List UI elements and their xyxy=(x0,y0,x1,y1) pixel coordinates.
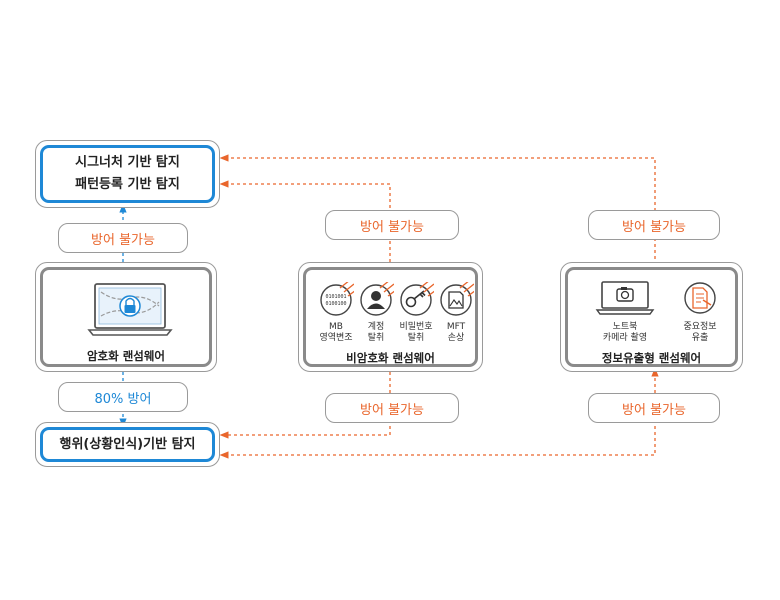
document-leak-icon xyxy=(684,282,716,314)
right-bottom-pill: 방어 불가능 xyxy=(588,393,720,423)
behavior-detection-label: 행위(상황인식)기반 탐지 xyxy=(59,436,196,452)
locked-laptop-icon xyxy=(87,283,173,336)
left-bottom-pill: 80% 방어 xyxy=(58,382,188,412)
signature-detection-outer: 시그너처 기반 탐지 패턴등록 기반 탐지 xyxy=(35,140,220,208)
behavior-detection-box: 행위(상황인식)기반 탐지 xyxy=(40,427,215,462)
behavior-detection-outer: 행위(상황인식)기반 탐지 xyxy=(35,422,220,467)
binary-line-2: 0100100 xyxy=(325,301,346,307)
exfil-item-label-1: 노트북 카메라 촬영 xyxy=(602,322,648,343)
nonencrypt-item-label-3: 비밀번호 탈취 xyxy=(399,322,433,343)
right-top-pill: 방어 불가능 xyxy=(588,210,720,240)
left-top-pill: 방어 불가능 xyxy=(58,223,188,253)
signature-detection-box: 시그너처 기반 탐지 패턴등록 기반 탐지 xyxy=(40,145,215,203)
exfil-ransomware-title: 정보유출형 랜섬웨어 xyxy=(601,351,702,365)
encrypt-ransomware-outer: 암호화 랜섬웨어 xyxy=(35,262,217,372)
exfil-item-label-2: 중요정보 유출 xyxy=(683,322,717,343)
nonencrypt-ransomware-box: 0101001 0100100 MB 영역변조 xyxy=(303,267,478,367)
mid-top-pill: 방어 불가능 xyxy=(325,210,459,240)
binary-line-1: 0101001 xyxy=(325,294,346,300)
mid-bottom-pill: 방어 불가능 xyxy=(325,393,459,423)
nonencrypt-ransomware-title: 비암호화 랜섬웨어 xyxy=(346,351,435,365)
nonencrypt-item-label-2: 계정 탈취 xyxy=(367,322,385,343)
exfil-ransomware-outer: 노트북 카메라 촬영 중요정보 유출 정보유출형 랜섬웨어 xyxy=(560,262,743,372)
pattern-detection-label: 패턴등록 기반 탐지 xyxy=(75,177,180,192)
nonencrypt-item-label-4: MFT 손상 xyxy=(446,322,466,343)
user-account-icon xyxy=(360,282,394,316)
damaged-file-icon xyxy=(440,282,474,316)
exfil-ransomware-box: 노트북 카메라 촬영 중요정보 유출 정보유출형 랜섬웨어 xyxy=(565,267,738,367)
signature-detection-label: 시그너처 기반 탐지 xyxy=(75,155,180,170)
key-icon xyxy=(400,282,434,316)
binary-data-icon: 0101001 0100100 xyxy=(320,282,354,316)
nonencrypt-item-label-1: MB 영역변조 xyxy=(319,322,353,343)
encrypt-ransomware-box: 암호화 랜섬웨어 xyxy=(40,267,212,367)
laptop-camera-icon xyxy=(595,281,655,315)
encrypt-ransomware-title: 암호화 랜섬웨어 xyxy=(86,349,166,363)
nonencrypt-ransomware-outer: 0101001 0100100 MB 영역변조 xyxy=(298,262,483,372)
